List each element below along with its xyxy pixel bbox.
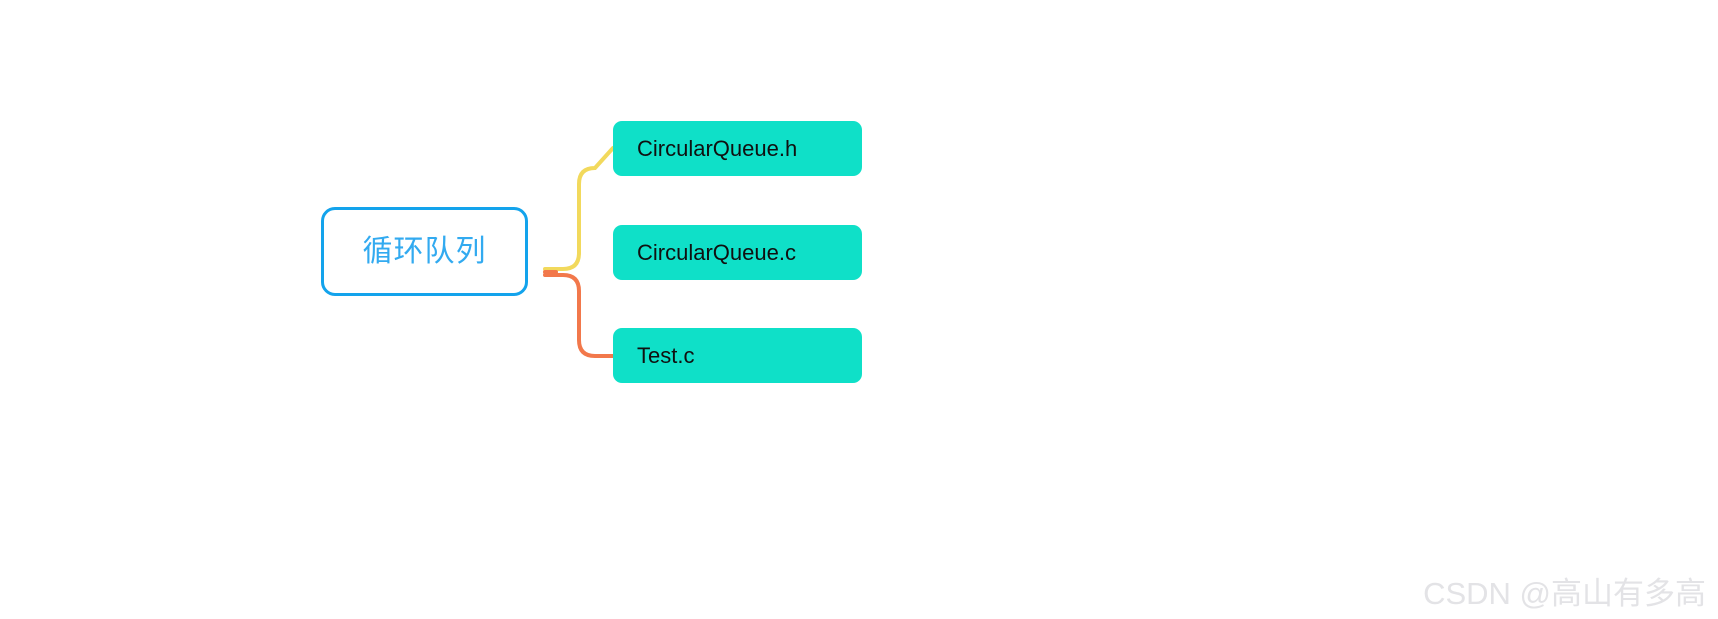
connector-branch-lower bbox=[543, 273, 615, 358]
mindmap-child-node-circularqueue-c[interactable]: CircularQueue.c bbox=[613, 225, 862, 280]
mindmap-child-node-circularqueue-h[interactable]: CircularQueue.h bbox=[613, 121, 862, 176]
connector-branch-upper bbox=[543, 146, 615, 271]
csdn-watermark: CSDN @高山有多高 bbox=[1423, 576, 1706, 611]
mindmap-root-label: 循环队列 bbox=[362, 234, 487, 268]
mindmap-child-label: CircularQueue.c bbox=[637, 239, 796, 265]
mindmap-root-node[interactable]: 循环队列 bbox=[321, 207, 528, 296]
mindmap-child-node-test-c[interactable]: Test.c bbox=[613, 328, 862, 383]
mindmap-child-label: CircularQueue.h bbox=[637, 135, 798, 161]
mindmap-child-label: Test.c bbox=[637, 342, 695, 368]
